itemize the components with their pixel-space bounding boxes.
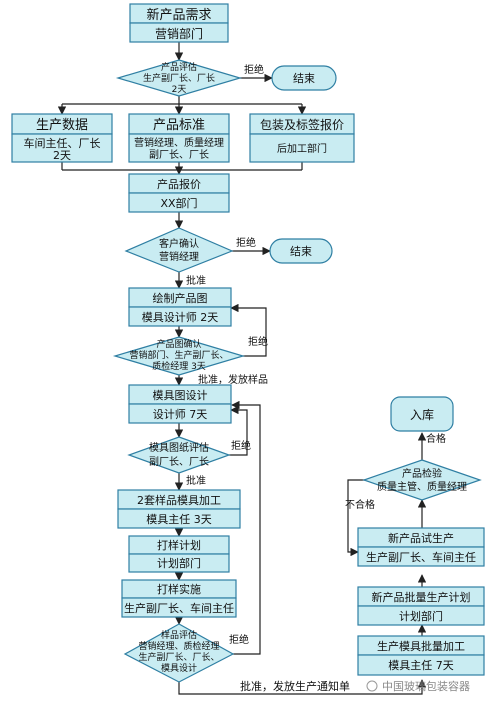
svg-text:拒绝: 拒绝 (244, 63, 264, 76)
svg-text:后加工部门: 后加工部门 (277, 142, 327, 155)
svg-text:计划部门: 计划部门 (157, 556, 201, 570)
svg-text:包装及标签报价: 包装及标签报价 (260, 117, 344, 132)
svg-text:模具设计师 2天: 模具设计师 2天 (142, 311, 219, 324)
svg-text:计划部门: 计划部门 (399, 609, 443, 623)
svg-text:营销经理: 营销经理 (159, 250, 199, 263)
svg-text:质量主管、质量经理: 质量主管、质量经理 (377, 480, 467, 493)
node-new-product-demand: 新产品需求 营销部门 (129, 3, 229, 43)
svg-text:生产副厂长、车间主任: 生产副厂长、车间主任 (124, 601, 234, 615)
svg-text:不合格: 不合格 (345, 498, 375, 511)
svg-text:2套样品模具加工: 2套样品模具加工 (137, 493, 221, 507)
svg-text:中国玻璃包装容器: 中国玻璃包装容器 (382, 679, 470, 693)
svg-text:模具主任 7天: 模具主任 7天 (388, 659, 454, 672)
svg-text:XX部门: XX部门 (160, 196, 197, 210)
node-mold-design: 模具图设计 设计师 7天 (128, 384, 232, 424)
edge-labels: 拒绝 拒绝 批准 拒绝 批准，发放样品 拒绝 批准 拒绝 批准，发放生产通知单 … (186, 63, 446, 693)
svg-text:新产品批量生产计划: 新产品批量生产计划 (372, 590, 471, 604)
svg-text:模具设计: 模具设计 (161, 662, 197, 674)
svg-text:入库: 入库 (410, 407, 434, 422)
svg-text:产品检验: 产品检验 (402, 467, 442, 480)
decision-customer-confirm: 客户确认 营销经理 (124, 227, 234, 273)
svg-text:结束: 结束 (290, 245, 312, 258)
svg-text:生产副厂长、厂长、: 生产副厂长、厂长、 (138, 651, 219, 663)
svg-text:拒绝: 拒绝 (236, 236, 256, 249)
svg-text:合格: 合格 (426, 432, 446, 445)
svg-text:产品标准: 产品标准 (153, 118, 205, 133)
svg-text:拒绝: 拒绝 (248, 335, 268, 348)
end-node-1: 结束 (271, 65, 337, 91)
svg-text:副厂长、厂长: 副厂长、厂长 (149, 456, 209, 468)
svg-text:模具图设计: 模具图设计 (153, 389, 208, 402)
svg-text:绘制产品图: 绘制产品图 (153, 291, 208, 305)
svg-text:新产品需求: 新产品需求 (146, 7, 211, 23)
svg-text:生产数据: 生产数据 (36, 118, 88, 133)
svg-text:营销部门、生产副厂长、: 营销部门、生产副厂长、 (129, 349, 228, 361)
node-warehouse: 入库 (390, 396, 454, 432)
svg-text:2天: 2天 (53, 149, 71, 162)
svg-text:生产副厂长、车间主任: 生产副厂长、车间主任 (366, 550, 476, 564)
node-packaging-quote: 包装及标签报价 后加工部门 (249, 113, 355, 163)
node-sample-plan: 打样计划 计划部门 (128, 535, 230, 573)
svg-text:模具图纸评估: 模具图纸评估 (149, 441, 209, 454)
node-product-quote: 产品报价 XX部门 (128, 173, 230, 213)
node-sample-mold: 2套样品模具加工 模具主任 3天 (117, 489, 241, 529)
svg-text:副厂长、厂长: 副厂长、厂长 (149, 149, 209, 161)
svg-text:拒绝: 拒绝 (231, 439, 251, 452)
decision-product-inspection: 产品检验 质量主管、质量经理 (362, 459, 482, 501)
wechat-icon (366, 680, 378, 692)
svg-text:批准，发放样品: 批准，发放样品 (198, 373, 268, 386)
node-trial-production: 新产品试生产 生产副厂长、车间主任 (357, 527, 485, 567)
svg-text:生产模具批量加工: 生产模具批量加工 (377, 639, 465, 653)
svg-text:结束: 结束 (293, 72, 315, 85)
watermark: 中国玻璃包装容器 (366, 679, 470, 693)
node-production-data: 生产数据 车间主任、厂长 2天 (11, 113, 113, 163)
svg-text:打样实施: 打样实施 (157, 582, 201, 596)
svg-text:批准，发放生产通知单: 批准，发放生产通知单 (240, 679, 350, 693)
decision-sample-evaluation: 样品评估 营销经理、质检经理 生产副厂长、厂长、 模具设计 (123, 623, 235, 683)
svg-text:营销经理、质量经理: 营销经理、质量经理 (134, 136, 224, 149)
svg-text:产品评估: 产品评估 (161, 61, 197, 73)
svg-text:新产品试生产: 新产品试生产 (388, 531, 454, 545)
connectors (57, 42, 427, 695)
end-node-2: 结束 (269, 238, 333, 264)
svg-text:拒绝: 拒绝 (229, 633, 249, 646)
node-sample-implementation: 打样实施 生产副厂长、车间主任 (121, 579, 237, 618)
node-product-standard: 产品标准 营销经理、质量经理 副厂长、厂长 (128, 113, 230, 163)
svg-text:批准: 批准 (186, 474, 206, 487)
decision-mold-drawing-eval: 模具图纸评估 副厂长、厂长 (127, 436, 231, 474)
svg-text:营销部门: 营销部门 (155, 26, 203, 41)
node-mass-mold: 生产模具批量加工 模具主任 7天 (357, 635, 485, 676)
node-mass-production-plan: 新产品批量生产计划 计划部门 (357, 586, 485, 626)
svg-text:质检经理 3天: 质检经理 3天 (152, 360, 206, 372)
svg-text:营销经理、质检经理: 营销经理、质检经理 (138, 640, 219, 652)
svg-text:设计师 7天: 设计师 7天 (153, 408, 208, 421)
svg-text:批准: 批准 (186, 274, 206, 287)
svg-text:产品图确认: 产品图确认 (156, 338, 201, 350)
decision-product-evaluation: 产品评估 生产副厂长、厂长 2天 (115, 59, 243, 97)
svg-text:模具主任 3天: 模具主任 3天 (146, 513, 212, 526)
decision-drawing-confirm: 产品图确认 营销部门、生产副厂长、 质检经理 3天 (112, 336, 246, 376)
svg-text:2天: 2天 (172, 85, 187, 95)
svg-text:样品评估: 样品评估 (161, 629, 197, 641)
svg-text:打样计划: 打样计划 (157, 538, 201, 552)
svg-text:客户确认: 客户确认 (159, 237, 199, 250)
node-draw-product: 绘制产品图 模具设计师 2天 (128, 287, 232, 327)
svg-text:产品报价: 产品报价 (157, 177, 201, 191)
svg-text:车间主任、厂长: 车间主任、厂长 (24, 136, 101, 150)
svg-text:生产副厂长、厂长: 生产副厂长、厂长 (143, 72, 215, 84)
